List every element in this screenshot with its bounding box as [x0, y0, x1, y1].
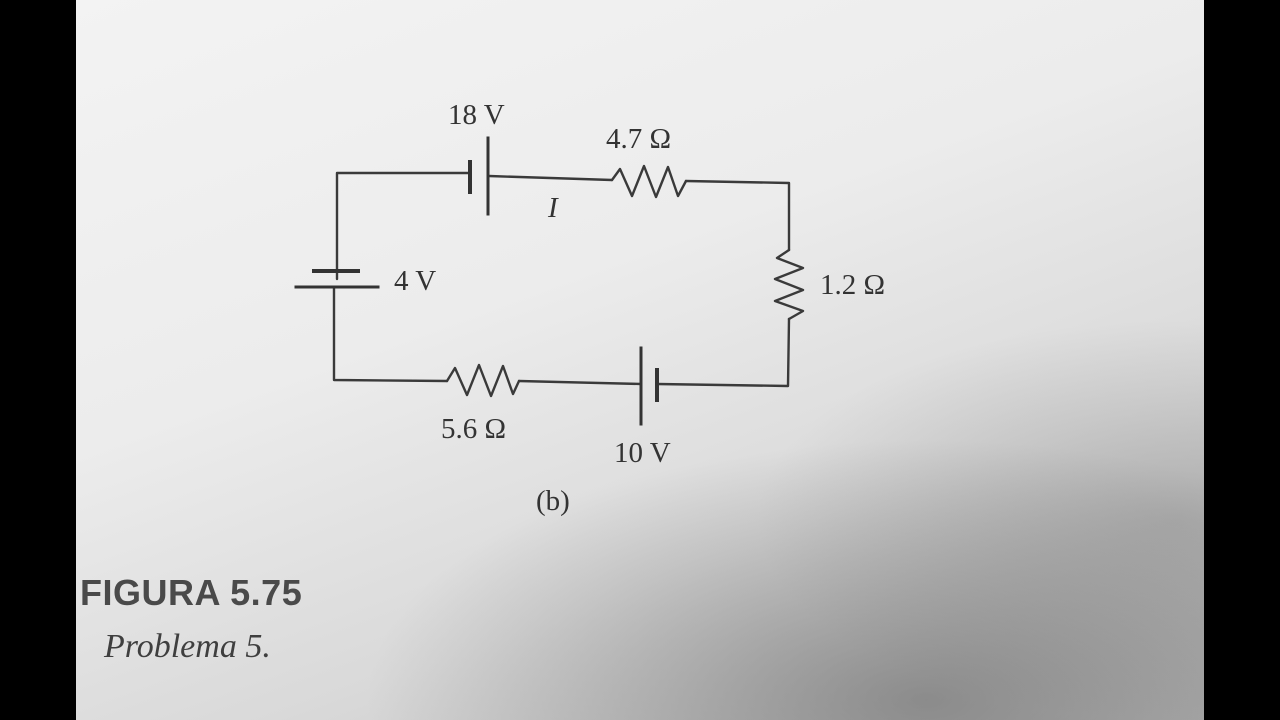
wire-top-middle	[487, 174, 614, 182]
textbook-page: 18 V 4.7 Ω I 4 V 1.2 Ω 5.6 Ω 10 V (b)	[76, 0, 1204, 720]
battery-10v-symbol	[639, 346, 659, 426]
label-10v: 10 V	[614, 437, 671, 469]
resistor-5-6-symbol	[445, 363, 521, 398]
label-subfigure: (b)	[536, 485, 570, 517]
resistor-4-7-symbol	[610, 164, 688, 199]
circuit-diagram: 18 V 4.7 Ω I 4 V 1.2 Ω 5.6 Ω 10 V (b)	[294, 99, 885, 517]
wire-bottom-left	[332, 285, 449, 383]
figure-caption: Problema 5.	[104, 628, 271, 665]
wires	[332, 171, 791, 388]
wire-top-right	[684, 179, 791, 252]
figure-number: FIGURA 5.75	[80, 572, 303, 613]
label-4-7-ohm: 4.7 Ω	[606, 123, 671, 155]
battery-18v-symbol	[468, 136, 490, 216]
label-18v: 18 V	[448, 99, 505, 131]
wire-top-left	[335, 171, 472, 281]
resistor-1-2-symbol	[773, 248, 805, 321]
wire-bottom-middle	[517, 379, 643, 386]
label-4v: 4 V	[394, 265, 436, 297]
label-1-2-ohm: 1.2 Ω	[820, 269, 885, 301]
label-5-6-ohm: 5.6 Ω	[441, 413, 506, 445]
battery-4v-symbol	[294, 269, 380, 289]
label-current: I	[547, 192, 559, 224]
wire-right-lower	[655, 317, 791, 388]
